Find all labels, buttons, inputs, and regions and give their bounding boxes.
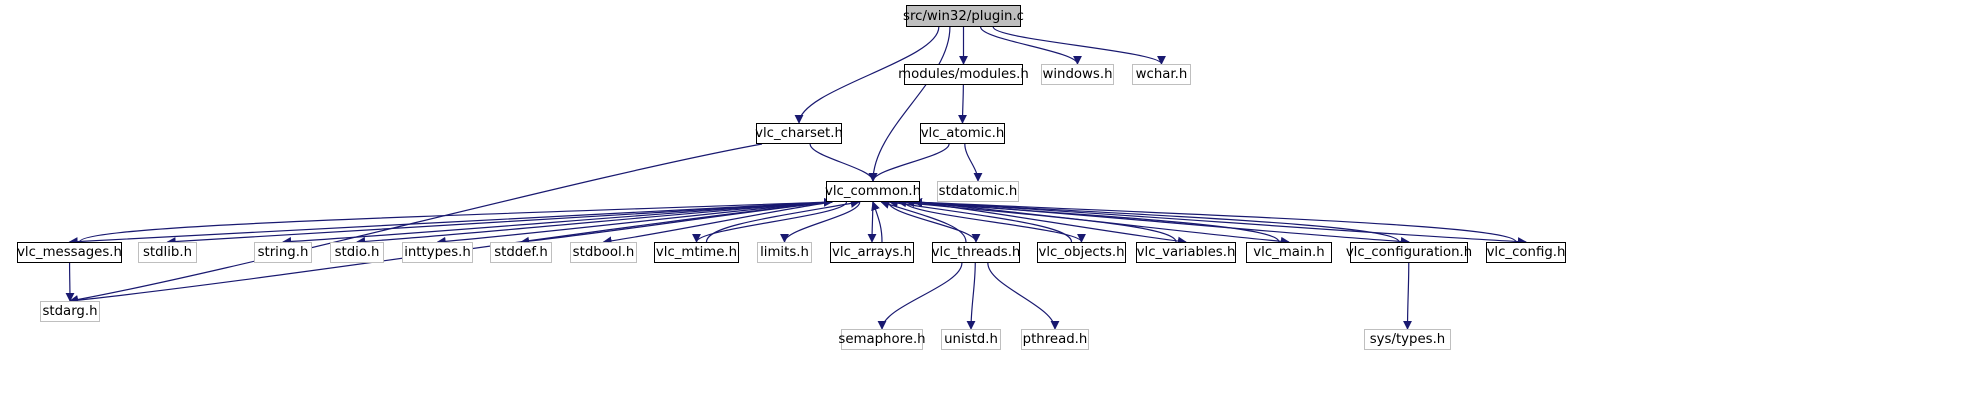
node-inttypes-h: inttypes.h (402, 242, 473, 263)
node-stdatomic-h: stdatomic.h (937, 181, 1019, 202)
edge-root-to-wchar (992, 26, 1166, 65)
node-stdio-h: stdio.h (330, 242, 384, 263)
edge-common-to-stdlib (166, 201, 833, 247)
edge-root-to-windows (980, 26, 1082, 65)
edge-threads-to-pthread (987, 262, 1060, 330)
edge-atomic-to-common (868, 143, 950, 182)
edge-main-to-common (905, 198, 1280, 243)
edge-root-to-charset (794, 26, 940, 124)
edge-common-to-stdbool (602, 201, 833, 246)
edge-threads-to-semaphore (877, 262, 963, 330)
edge-root-to-common (868, 26, 951, 182)
node-vlc-arrays-h[interactable]: vlc_arrays.h (830, 242, 914, 263)
edge-config-to-common (913, 197, 1517, 243)
node-vlc-mtime-h[interactable]: vlc_mtime.h (654, 242, 739, 263)
edge-configuration-to-common (913, 197, 1400, 243)
edge-common-to-mtime (692, 201, 848, 243)
node-string-h: string.h (254, 242, 312, 263)
node-wchar-h: wchar.h (1132, 64, 1191, 85)
edge-configuration-to-systypes (1403, 262, 1413, 330)
node-modules-h[interactable]: modules/modules.h (898, 64, 1029, 85)
edge-common-to-inttypes (436, 201, 833, 246)
node-unistd-h: unistd.h (941, 329, 1001, 350)
edge-common-to-stdio (356, 201, 833, 246)
node-src-win32-plugin-c: src/win32/plugin.c (903, 5, 1024, 27)
node-vlc-config-h[interactable]: vlc_config.h (1486, 242, 1566, 263)
edge-arrays-to-common (871, 201, 883, 243)
edge-charset-to-stdarg (69, 143, 763, 304)
node-vlc-main-h[interactable]: vlc_main.h (1246, 242, 1332, 263)
node-stdarg-h: stdarg.h (40, 301, 100, 322)
node-stdlib-h: stdlib.h (138, 242, 197, 263)
dependency-edges (65, 26, 1527, 330)
edge-modules-to-atomic (958, 84, 968, 124)
edge-atomic-to-stdatomic (964, 143, 983, 182)
node-stdbool-h: stdbool.h (570, 242, 637, 263)
node-stddef-h: stddef.h (490, 242, 552, 263)
node-limits-h: limits.h (757, 242, 812, 263)
edge-common-to-string (282, 201, 833, 247)
node-semaphore-h: semaphore.h (838, 329, 926, 350)
node-vlc-charset-h[interactable]: vlc_charset.h (755, 123, 843, 144)
node-sys-types-h: sys/types.h (1364, 329, 1451, 350)
node-windows-h: windows.h (1041, 64, 1114, 85)
edge-objects-to-common (888, 198, 1073, 243)
edge-mtime-to-common (705, 198, 860, 243)
node-vlc-common-h[interactable]: vlc_common.h (825, 181, 921, 202)
edge-threads-to-unistd (966, 262, 976, 330)
edge-messages-to-common (78, 197, 833, 243)
node-vlc-variables-h[interactable]: vlc_variables.h (1136, 242, 1236, 263)
node-vlc-threads-h[interactable]: vlc_threads.h (932, 242, 1020, 263)
edge-charset-to-common (809, 143, 878, 182)
node-vlc-atomic-h[interactable]: vlc_atomic.h (920, 123, 1005, 144)
node-pthread-h: pthread.h (1021, 329, 1089, 350)
node-vlc-objects-h[interactable]: vlc_objects.h (1037, 242, 1126, 263)
edge-variables-to-common (897, 198, 1177, 243)
node-vlc-messages-h[interactable]: vlc_messages.h (17, 242, 122, 263)
edge-common-to-messages (68, 201, 833, 247)
node-vlc-configuration-h[interactable]: vlc_configuration.h (1346, 242, 1472, 263)
edge-common-to-arrays (867, 201, 877, 243)
edge-common-to-config (913, 201, 1527, 247)
